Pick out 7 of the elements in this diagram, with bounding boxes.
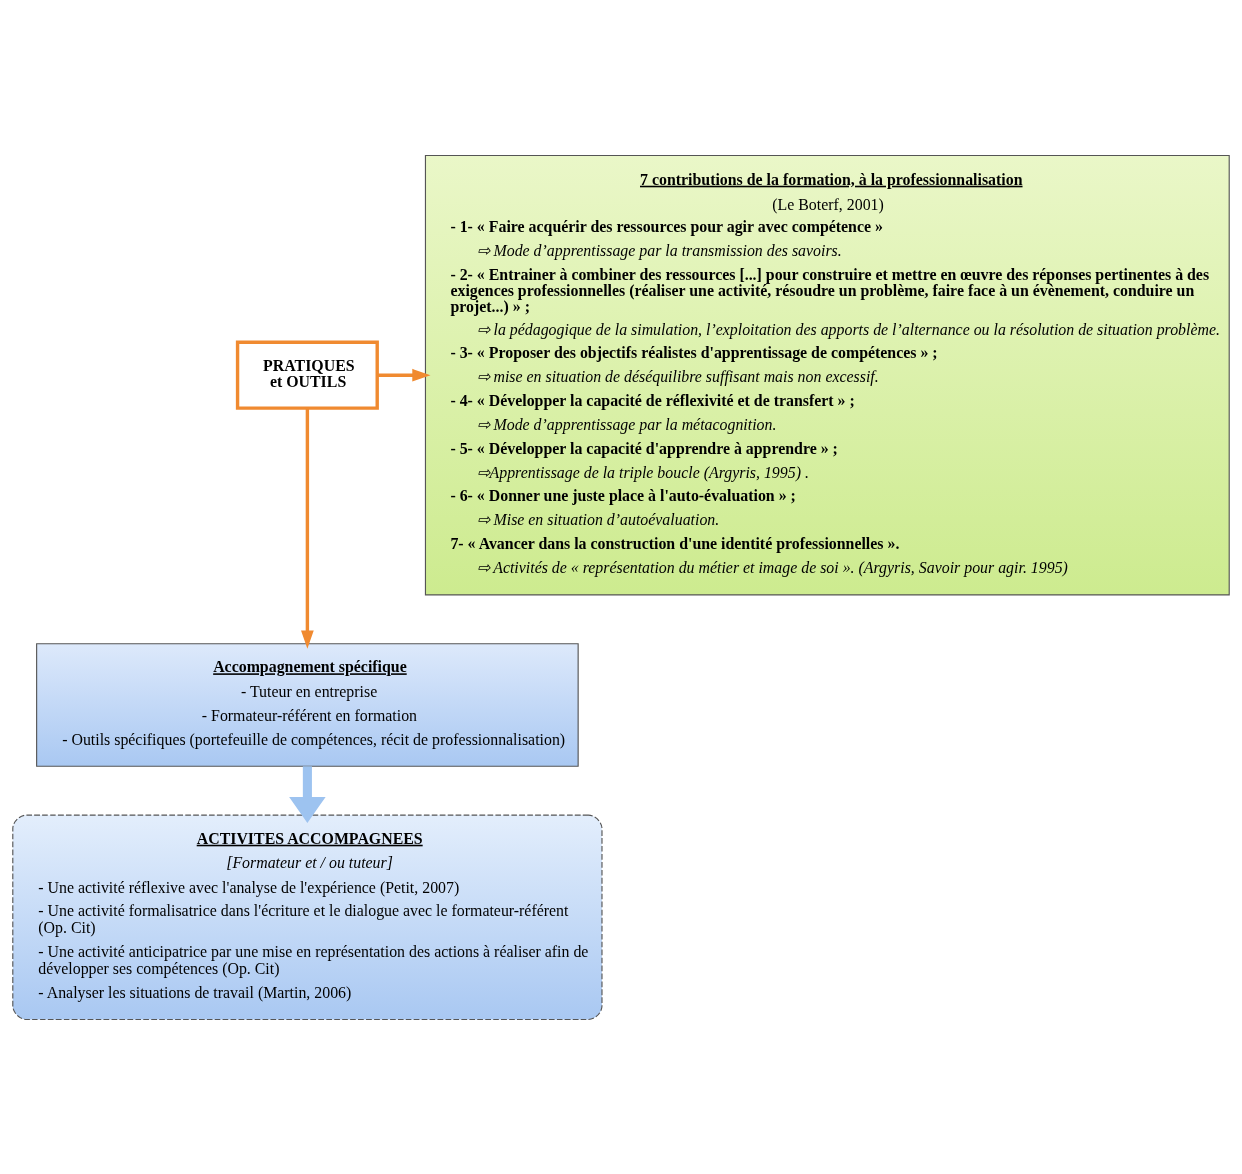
node-box: ACTIVITES ACCOMPAGNEES [Formateur et / ou tuteur] - Une activité réflexive avec l'analyse de l'expérience (Petit, 2007) - Une activité formalisatrice dans l'écriture et le dialogue avec le formateur-référent (Op. Cit) - Une activité anticipatrice par une mise en représentation des actions à réaliser afin de développer ses compétences (Op. Cit) - Analyser les situations de travail (Martin, 2006): [12, 814, 603, 1020]
arrow: [289, 765, 326, 823]
node-box: 7 contributions de la formation, à la professionnalisation (Le Boterf, 2001) - 1- « Faire acquérir des ressources pour agir avec compétence » ⇨ Mode d’apprentissage par la transmission des savoirs. - 2- « Entrainer à combiner des ressources [...] pour construire et mettre en œuvre des réponses pertinentes à des exigences professionnelles (réaliser une activité, résoudre un problème, faire face à un évènement, conduire un projet...) » ; ⇨ la pédagogique de la simulation, l’exploitation des apports de l’alternance ou la résolution de situation problème. - 3- « Proposer des objectifs réalistes d'apprentissage de compétences » ; ⇨ mise en situation de déséquilibre suffisant mais non excessif. - 4- « Développer la capacité de réflexivité et de transfert » ; ⇨ Mode d’apprentissage par la métacognition. - 5- « Développer la capacité d'apprendre à apprendre » ; ⇨Apprentissage de la triple boucle (Argyris, 1995) . - 6- « Donner une juste place à l'auto-évaluation » ; ⇨ Mise en situation d’autoévaluation. 7- « Avancer dans la construction d'une identité professionnelles ». ⇨ Activités de « représentation du métier et image de soi ». (Argyris, Savoir pour agir. 1995): [424, 154, 1230, 595]
arrow: [377, 368, 431, 382]
node-box: PRATIQUES et OUTILS: [235, 340, 379, 410]
arrow: [301, 407, 314, 649]
node-box: Accompagnement spécifique - Tuteur en entreprise - Formateur-référent en formation - Outils spécifiques (portefeuille de compétences, récit de professionnalisation): [36, 642, 579, 767]
